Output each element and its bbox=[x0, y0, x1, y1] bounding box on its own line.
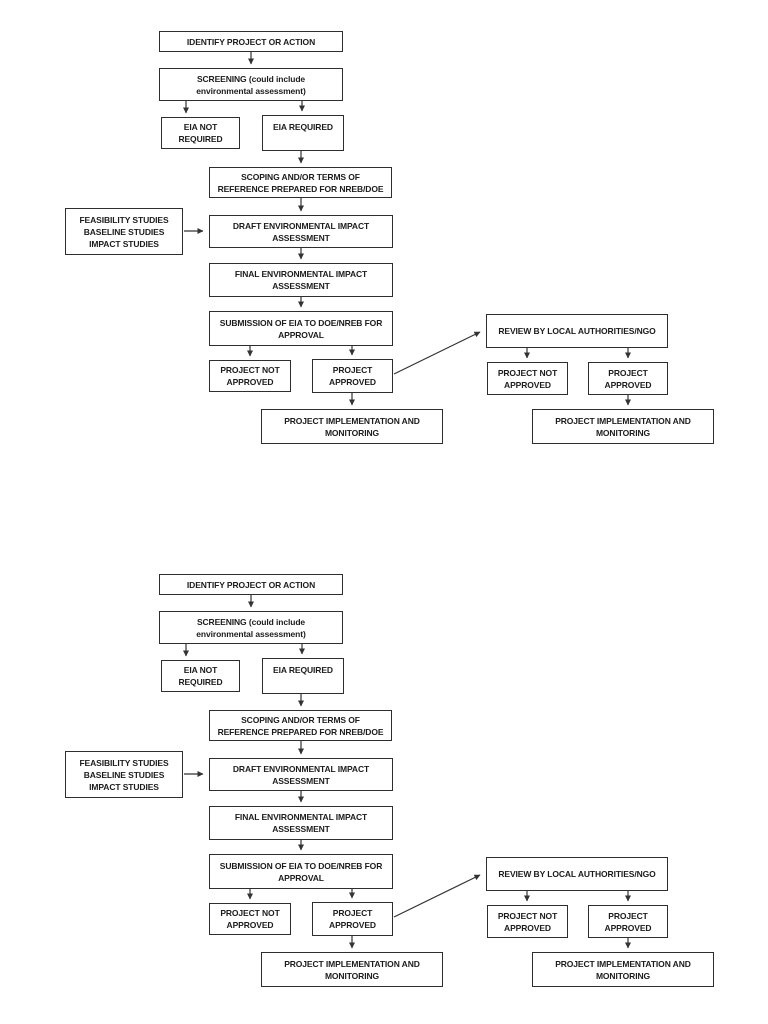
box-review-implementation-monitoring: PROJECT IMPLEMENTATION AND MONITORING bbox=[532, 952, 714, 987]
box-review-local-authorities: REVIEW BY LOCAL AUTHORITIES/NGO bbox=[486, 857, 668, 891]
box-submission-for-approval: SUBMISSION OF EIA TO DOE/NREB FOR APPROV… bbox=[209, 311, 393, 346]
box-eia-required: EIA REQUIRED bbox=[262, 115, 344, 151]
box-review-project-not-approved: PROJECT NOT APPROVED bbox=[487, 905, 568, 938]
box-submission-for-approval: SUBMISSION OF EIA TO DOE/NREB FOR APPROV… bbox=[209, 854, 393, 889]
box-review-implementation-monitoring: PROJECT IMPLEMENTATION AND MONITORING bbox=[532, 409, 714, 444]
box-identify-project-or-action: IDENTIFY PROJECT OR ACTION bbox=[159, 31, 343, 52]
arrow-approved-to-review bbox=[393, 874, 481, 918]
box-implementation-monitoring: PROJECT IMPLEMENTATION AND MONITORING bbox=[261, 409, 443, 444]
box-feasibility-studies: FEASIBILITY STUDIES BASELINE STUDIES IMP… bbox=[65, 208, 183, 255]
arrow-approved-to-review bbox=[393, 331, 481, 375]
box-review-project-approved: PROJECT APPROVED bbox=[588, 362, 668, 395]
box-screening: SCREENING (could include environmental a… bbox=[159, 68, 343, 101]
box-eia-required: EIA REQUIRED bbox=[262, 658, 344, 694]
box-final-eia: FINAL ENVIRONMENTAL IMPACT ASSESSMENT bbox=[209, 263, 393, 297]
flowchart-top: IDENTIFY PROJECT OR ACTION SCREENING (co… bbox=[0, 31, 768, 456]
box-project-approved: PROJECT APPROVED bbox=[312, 359, 393, 393]
box-implementation-monitoring: PROJECT IMPLEMENTATION AND MONITORING bbox=[261, 952, 443, 987]
box-project-not-approved: PROJECT NOT APPROVED bbox=[209, 903, 291, 935]
box-review-project-approved: PROJECT APPROVED bbox=[588, 905, 668, 938]
box-project-approved: PROJECT APPROVED bbox=[312, 902, 393, 936]
box-eia-not-required: EIA NOT REQUIRED bbox=[161, 660, 240, 692]
box-project-not-approved: PROJECT NOT APPROVED bbox=[209, 360, 291, 392]
box-final-eia: FINAL ENVIRONMENTAL IMPACT ASSESSMENT bbox=[209, 806, 393, 840]
flowchart-bottom: IDENTIFY PROJECT OR ACTION SCREENING (co… bbox=[0, 574, 768, 999]
box-feasibility-studies: FEASIBILITY STUDIES BASELINE STUDIES IMP… bbox=[65, 751, 183, 798]
box-eia-not-required: EIA NOT REQUIRED bbox=[161, 117, 240, 149]
box-screening: SCREENING (could include environmental a… bbox=[159, 611, 343, 644]
box-draft-eia: DRAFT ENVIRONMENTAL IMPACT ASSESSMENT bbox=[209, 758, 393, 791]
box-review-local-authorities: REVIEW BY LOCAL AUTHORITIES/NGO bbox=[486, 314, 668, 348]
box-scoping-terms-of-reference: SCOPING AND/OR TERMS OF REFERENCE PREPAR… bbox=[209, 167, 392, 198]
box-review-project-not-approved: PROJECT NOT APPROVED bbox=[487, 362, 568, 395]
box-identify-project-or-action: IDENTIFY PROJECT OR ACTION bbox=[159, 574, 343, 595]
box-scoping-terms-of-reference: SCOPING AND/OR TERMS OF REFERENCE PREPAR… bbox=[209, 710, 392, 741]
box-draft-eia: DRAFT ENVIRONMENTAL IMPACT ASSESSMENT bbox=[209, 215, 393, 248]
